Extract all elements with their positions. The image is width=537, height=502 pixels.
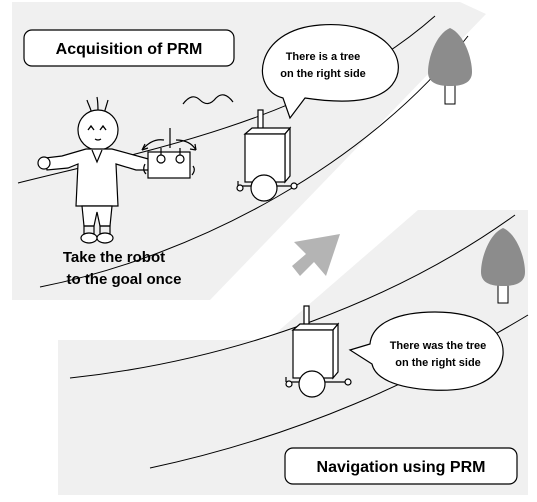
top-robot-icon <box>236 109 298 202</box>
top-tree-icon <box>428 28 472 105</box>
bottom-tree-icon <box>481 228 525 304</box>
top-title-box <box>23 29 235 67</box>
transition-arrow-icon <box>292 234 340 276</box>
top-caption-line-2: to the goal once <box>66 271 181 288</box>
remote-controller-icon <box>141 128 197 179</box>
bottom-title: Navigation using PRM <box>317 459 486 476</box>
person-icon <box>37 96 153 244</box>
top-caption-line-1: Take the robot <box>63 249 165 266</box>
bottom-title-box <box>284 447 518 485</box>
bottom-road-line-upper <box>69 214 516 379</box>
top-speech-line-1: There is a tree <box>286 51 361 63</box>
bottom-speech-line-2: on the right side <box>395 357 481 369</box>
bottom-robot-icon <box>285 305 352 398</box>
top-speech-bubble: There is a tree on the right side <box>261 24 399 120</box>
bottom-speech-line-1: There was the tree <box>390 340 487 352</box>
top-panel: Acquisition of PRM There is a tree on th… <box>12 2 486 300</box>
bottom-panel: There was the tree on the right side Nav… <box>58 210 529 495</box>
radio-wave-icon <box>182 94 234 105</box>
bottom-speech-bubble: There was the tree on the right side <box>348 311 504 391</box>
top-speech-line-2: on the right side <box>280 68 366 80</box>
top-road-line-lower <box>39 35 469 288</box>
top-title: Acquisition of PRM <box>56 41 203 58</box>
